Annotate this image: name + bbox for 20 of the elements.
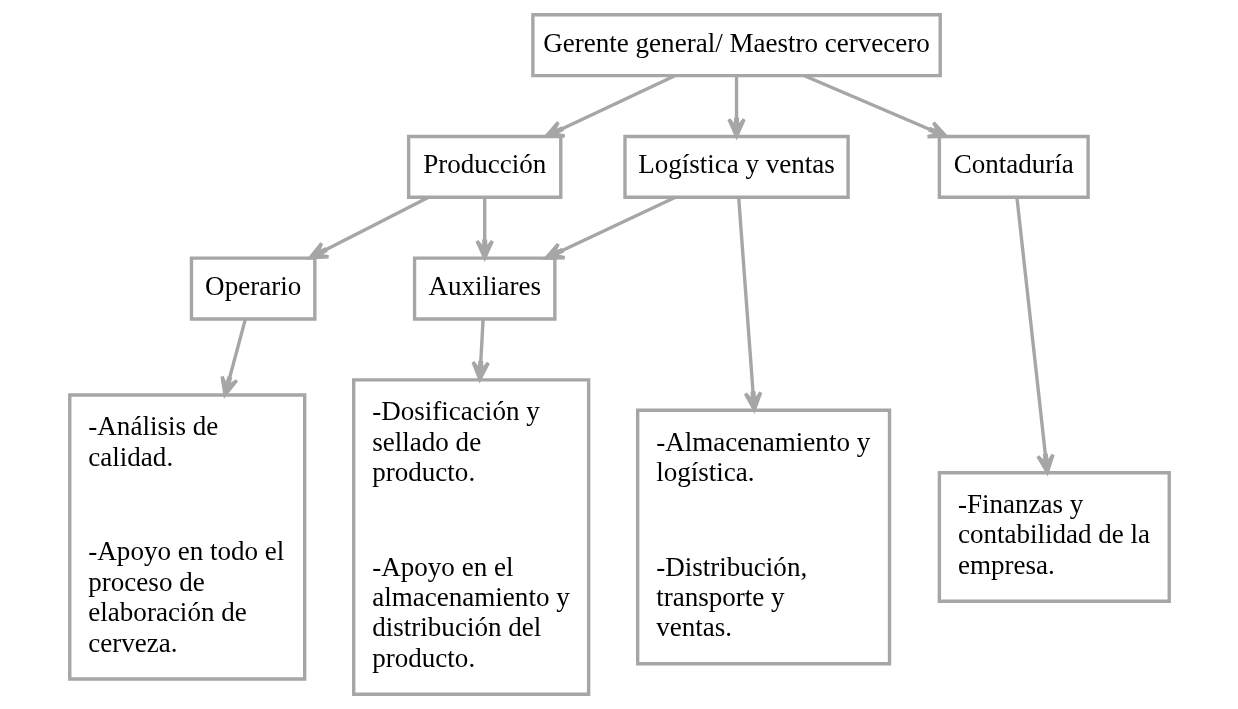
node-box: Logística y ventas xyxy=(622,134,850,199)
node-box: Producción xyxy=(406,134,562,199)
arrow xyxy=(474,197,494,260)
arrow xyxy=(543,74,676,139)
node-box: -Dosificación y sellado de producto. -Apoyo en el almacenamiento y distribución del producto. xyxy=(351,378,590,696)
arrow xyxy=(470,319,490,382)
node-box: -Almacenamiento y logística. -Distribución, transporte y ventas. xyxy=(635,408,891,666)
arrow xyxy=(543,196,676,260)
arrow xyxy=(1014,197,1055,474)
node-box: Gerente general/ Maestro cervecero xyxy=(530,13,942,78)
arrow xyxy=(736,197,762,412)
node-box: Contaduría xyxy=(937,134,1090,199)
arrow xyxy=(307,196,429,260)
arrow xyxy=(726,76,746,138)
node-box: -Finanzas y contabilidad de la empresa. xyxy=(937,471,1171,603)
arrow xyxy=(219,318,247,397)
node-box: Operario xyxy=(189,256,317,321)
node-box: Auxiliares xyxy=(412,256,557,321)
node-box: -Análisis de calidad. -Apoyo en todo el proceso de elaboración de cerveza. xyxy=(67,393,306,681)
arrow xyxy=(803,74,948,139)
